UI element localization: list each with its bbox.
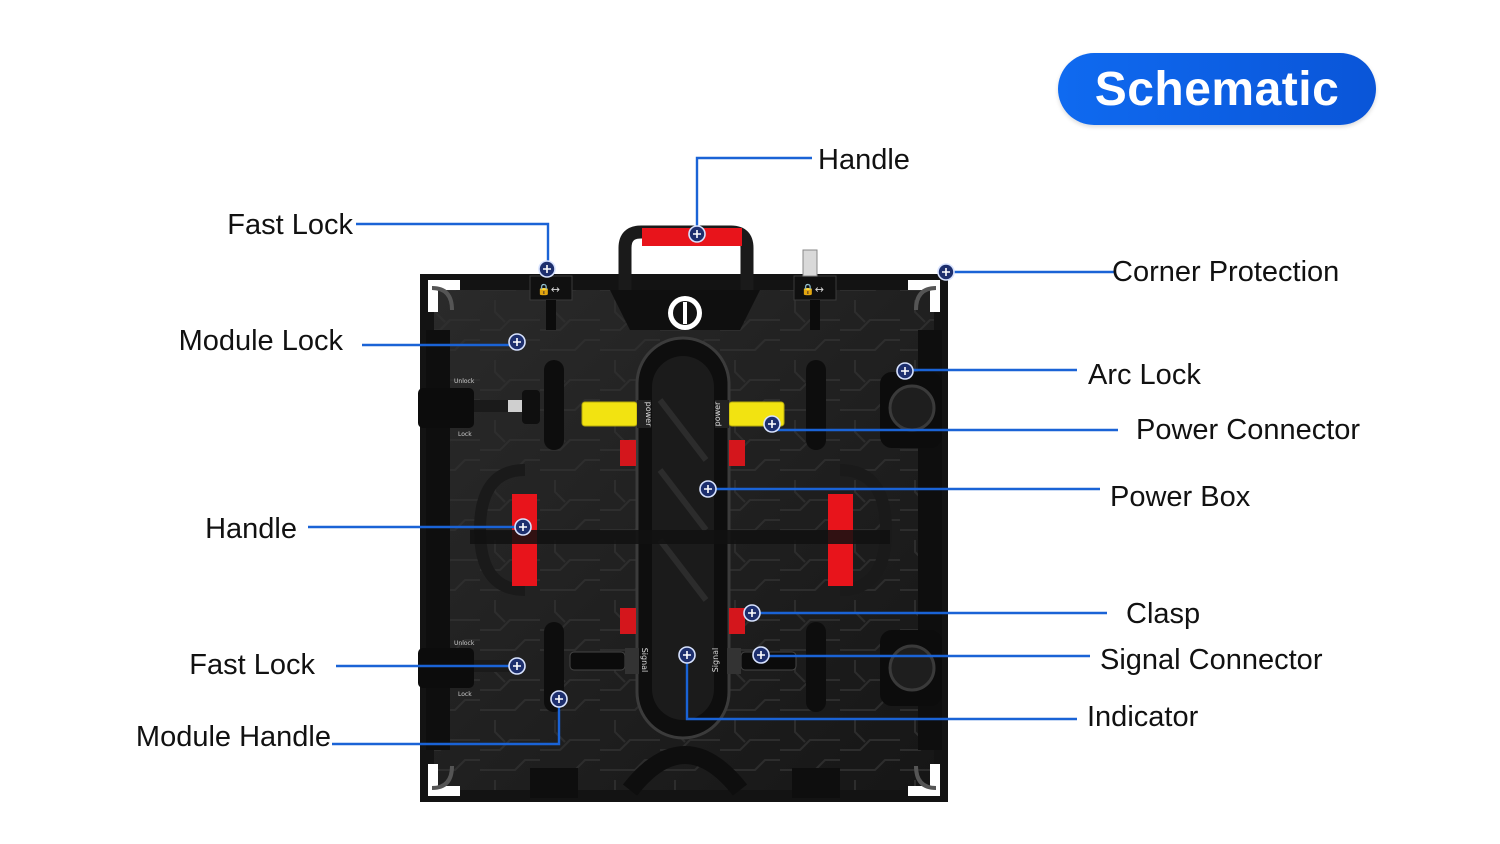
svg-text:🔒↔: 🔒↔ — [537, 283, 560, 296]
side-lock-top-lock-text: Lock — [458, 431, 472, 438]
schematic-title-badge: Schematic — [1058, 53, 1376, 125]
marker-module-handle-icon — [550, 690, 568, 708]
leader-lines — [308, 156, 1118, 746]
label-handle-left: Handle — [205, 513, 297, 545]
label-handle-top: Handle — [818, 144, 910, 176]
module-handle-left-top — [544, 360, 564, 450]
label-clasp: Clasp — [1126, 598, 1200, 630]
label-indicator: Indicator — [1087, 701, 1199, 733]
marker-indicator-icon — [678, 646, 696, 664]
top-fast-lock-left: 🔒↔ — [529, 275, 573, 330]
marker-arc-lock-icon — [896, 362, 914, 380]
label-power-box: Power Box — [1110, 481, 1251, 513]
clasp-left-top — [620, 440, 636, 466]
side-lock-bottom-lock-text: Lock — [458, 691, 472, 698]
arc-lock-bottom — [880, 630, 942, 706]
leader-fast-lock-top — [356, 222, 550, 268]
leader-indicator — [685, 655, 1077, 721]
marker-signal-connector-icon — [752, 646, 770, 664]
power-connector-left-text: power — [644, 402, 653, 427]
label-fast-lock-bottom: Fast Lock — [189, 649, 315, 681]
label-arc-lock: Arc Lock — [1088, 359, 1201, 391]
bottom-foot-right — [792, 768, 840, 798]
led-cabinet: 🔒↔ 🔒↔ — [418, 225, 948, 802]
arc-lock-top — [880, 372, 942, 448]
clasp-right-top — [729, 440, 745, 466]
callout-markers — [508, 225, 955, 708]
callout-labels: Handle Fast Lock Corner Protection Modul… — [136, 144, 1360, 753]
side-lock-bottom-unlock-text: Unlock — [454, 640, 475, 647]
module-handle-right-top — [806, 360, 826, 450]
power-connector-right-text: power — [713, 401, 722, 426]
marker-handle-left-icon — [514, 518, 532, 536]
corner-protection-top-right — [908, 280, 940, 312]
svg-text:🔒↔: 🔒↔ — [801, 283, 824, 296]
clasp-right-bottom — [729, 608, 745, 634]
marker-fast-lock-bottom-icon — [508, 657, 526, 675]
label-fast-lock-top: Fast Lock — [227, 209, 353, 241]
side-lock-top-unlock-text: Unlock — [454, 378, 475, 385]
marker-clasp-icon — [743, 604, 761, 622]
top-lock-disc — [610, 290, 760, 330]
marker-power-connector-icon — [763, 415, 781, 433]
label-module-lock: Module Lock — [179, 325, 344, 357]
leader-module-handle — [332, 700, 561, 746]
signal-connector-left-text: Signal — [640, 648, 649, 673]
label-power-connector: Power Connector — [1136, 414, 1360, 446]
marker-handle-top-icon — [688, 225, 706, 243]
marker-module-lock-icon — [508, 333, 526, 351]
label-corner-protection: Corner Protection — [1112, 256, 1339, 288]
label-module-handle: Module Handle — [136, 721, 331, 753]
clasp-left-bottom — [620, 608, 636, 634]
corner-protection-bottom-left — [428, 764, 460, 796]
bottom-arch — [622, 746, 748, 796]
side-fast-lock-top: Unlock Lock — [418, 378, 540, 438]
power-connector-left: power — [581, 400, 653, 428]
module-handle-right-bottom — [806, 622, 826, 712]
leader-handle-top — [695, 156, 812, 234]
corner-protection-bottom-right — [908, 764, 940, 796]
marker-fast-lock-top-icon — [538, 260, 556, 278]
top-fast-lock-right: 🔒↔ — [793, 249, 837, 330]
schematic-title: Schematic — [1094, 62, 1340, 116]
marker-corner-protection-icon — [937, 263, 955, 281]
signal-connector-right-text: Signal — [711, 648, 720, 673]
corner-protection-top-left — [428, 280, 460, 312]
bottom-foot-left — [530, 768, 578, 798]
signal-connector-left: Signal — [569, 648, 649, 674]
marker-power-box-icon — [699, 480, 717, 498]
module-handle-left-bottom — [544, 622, 564, 712]
label-signal-connector: Signal Connector — [1100, 644, 1323, 676]
